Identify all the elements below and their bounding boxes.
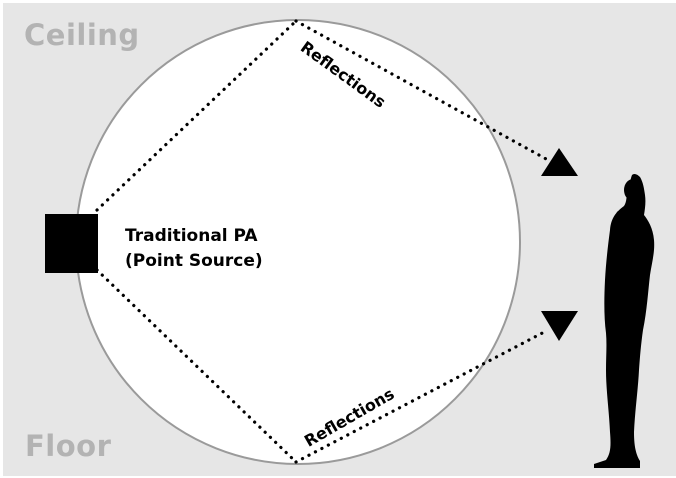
- source-label-line2: (Point Source): [125, 251, 263, 271]
- source-label: Traditional PA (Point Source): [125, 224, 263, 274]
- triangle-up-icon: [541, 148, 578, 176]
- ceiling-label: Ceiling: [24, 18, 140, 52]
- path-ceiling-to-listener: [294, 19, 550, 162]
- floor-label: Floor: [25, 429, 112, 463]
- standing-person-silhouette-icon: [594, 173, 655, 469]
- square-speaker-icon: [45, 214, 98, 273]
- source-label-line1: Traditional PA: [125, 226, 258, 246]
- reflection-paths: [95, 19, 550, 464]
- path-speaker-to-floor: [95, 268, 298, 464]
- path-speaker-to-ceiling: [95, 19, 298, 212]
- triangle-down-icon: [541, 311, 578, 341]
